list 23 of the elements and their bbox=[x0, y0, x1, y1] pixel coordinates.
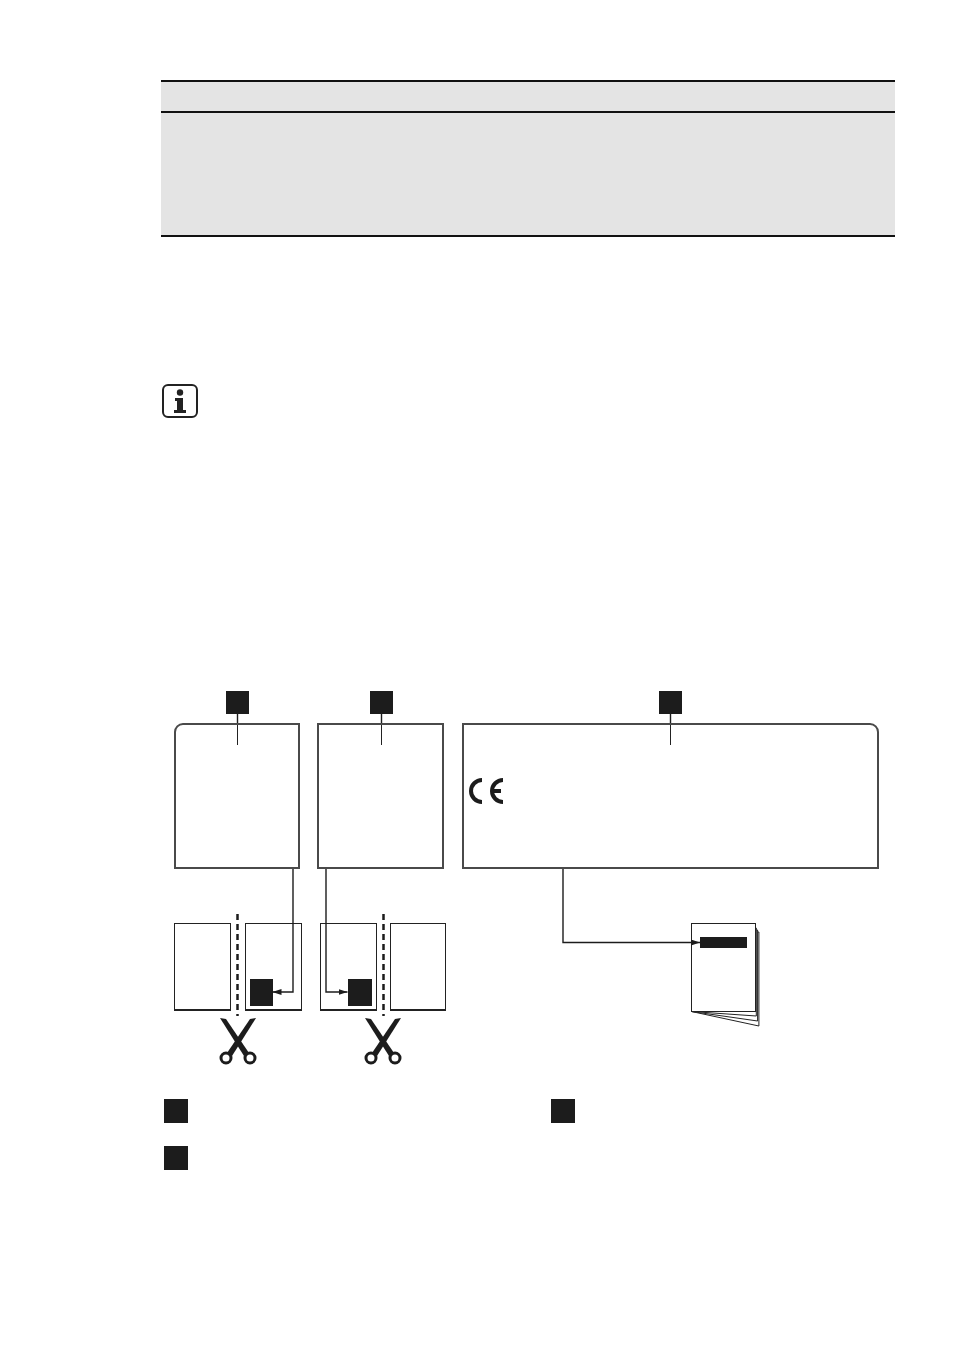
leader-line bbox=[380, 713, 383, 724]
document-stack bbox=[691, 923, 759, 1027]
booklet-page bbox=[245, 923, 302, 1011]
rating-plate bbox=[174, 723, 300, 869]
booklet-page bbox=[174, 923, 231, 1011]
arrow bbox=[325, 868, 349, 995]
leader-line bbox=[236, 713, 239, 724]
booklet-page bbox=[390, 923, 446, 1011]
leader-line bbox=[669, 713, 672, 724]
arrow bbox=[562, 868, 701, 946]
callout-marker bbox=[659, 691, 682, 714]
booklet-page bbox=[320, 923, 377, 1011]
arrow bbox=[271, 868, 294, 995]
label-sticker bbox=[700, 937, 747, 948]
key-marker bbox=[164, 1099, 188, 1123]
callout-marker bbox=[370, 691, 393, 714]
label-sticker bbox=[347, 978, 372, 1006]
callout-marker bbox=[226, 691, 249, 714]
key-marker bbox=[164, 1146, 188, 1170]
label-sticker bbox=[249, 978, 273, 1006]
key-marker bbox=[551, 1099, 575, 1123]
rating-plate bbox=[317, 723, 444, 869]
rating-plate bbox=[462, 723, 879, 869]
